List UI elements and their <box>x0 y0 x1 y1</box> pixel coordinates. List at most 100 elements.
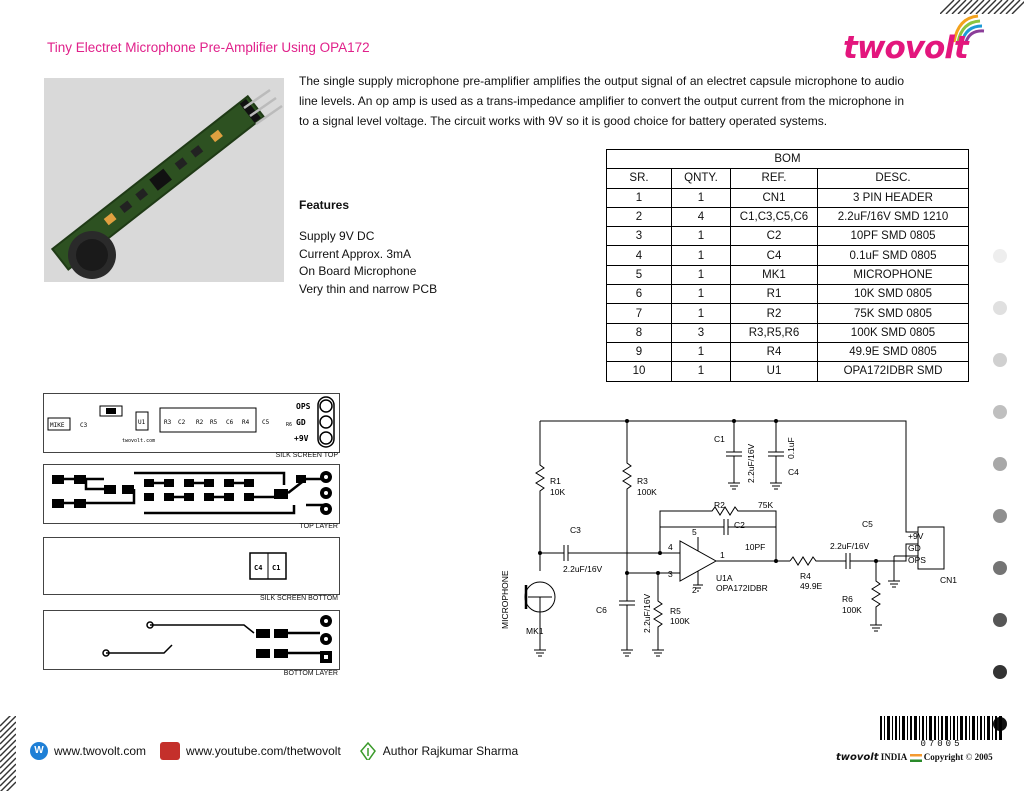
dot <box>993 353 1007 367</box>
silk-brand: twovolt.com <box>122 438 155 444</box>
layer-label: SILK SCREEN TOP <box>275 452 338 459</box>
youtube-link[interactable]: www.youtube.com/thetwovolt <box>186 744 341 758</box>
bom-header-cell: DESC. <box>817 168 969 189</box>
bom-cell: 1 <box>671 245 731 266</box>
copyright-country: INDIA <box>880 752 908 762</box>
bom-cell: 2 <box>606 206 672 228</box>
label-mk1: MK1 <box>526 626 544 636</box>
bom-cell: 6 <box>606 284 672 305</box>
logo-text: twovolt <box>843 30 969 66</box>
value-r5: 100K <box>670 616 690 626</box>
value-c3: 2.2uF/16V <box>563 564 603 574</box>
bom-header-cell: REF. <box>730 168 818 189</box>
bom-cell: 4 <box>671 206 731 228</box>
bom-cell: R1 <box>730 284 818 305</box>
bom-header-cell: SR. <box>606 168 672 189</box>
value-r4: 49.9E <box>800 581 823 591</box>
layer-label: TOP LAYER <box>299 523 338 530</box>
circuit-schematic: R1 10K R3 100K C1 2.2uF/16V 0.1uF C4 R2 … <box>500 419 957 657</box>
pen-icon <box>359 742 376 760</box>
bom-cell: OPA172IDBR SMD <box>817 361 969 382</box>
dot <box>993 665 1007 679</box>
footer: W www.twovolt.com www.youtube.com/thetwo… <box>30 742 518 760</box>
silk-c1: C1 <box>272 564 280 572</box>
layer-label: SILK SCREEN BOTTOM <box>259 595 338 602</box>
label-microphone: MICROPHONE <box>500 570 510 629</box>
bom-cell: 10K SMD 0805 <box>817 284 969 305</box>
top-layer-panel <box>43 464 340 524</box>
bom-cell: R4 <box>730 341 818 363</box>
bom-cell: MK1 <box>730 264 818 286</box>
bom-cell: R2 <box>730 303 818 324</box>
copyright-line: twovolt INDIA Copyright © 2005 <box>836 752 993 763</box>
value-c5: 2.2uF/16V <box>830 541 870 551</box>
logo-swirl-icon <box>952 14 985 43</box>
silk-c4: C4 <box>254 564 262 572</box>
dot <box>993 561 1007 575</box>
label-r3: R3 <box>637 476 648 486</box>
bom-cell: 7 <box>606 303 672 324</box>
label-r5: R5 <box>670 606 681 616</box>
copyright-label: Copyright <box>923 752 964 762</box>
bom-cell: CN1 <box>730 187 818 208</box>
bom-cell: 1 <box>606 187 672 208</box>
copyright-symbol: © <box>965 752 973 762</box>
label-pin2: 2 <box>692 585 697 595</box>
bom-cell: 3 <box>606 226 672 247</box>
bom-cell: MICROPHONE <box>817 264 969 286</box>
silk-c2: C2 <box>178 419 186 426</box>
value-c1: 2.2uF/16V <box>746 443 756 483</box>
label-c5: C5 <box>862 519 873 529</box>
bom-cell: U1 <box>730 361 818 382</box>
value-r2: 75K <box>758 500 773 510</box>
bottom-layer-panel <box>43 610 340 670</box>
copyright-brand: twovolt <box>836 752 879 763</box>
label-c4: C4 <box>788 467 799 477</box>
dot <box>993 249 1007 263</box>
intro-paragraph: The single supply microphone pre-amplifi… <box>299 74 904 128</box>
barcode <box>880 716 1002 740</box>
youtube-icon <box>160 742 181 760</box>
brand-logo: twovolt <box>843 14 1003 72</box>
bom-cell: 49.9E SMD 0805 <box>817 341 969 363</box>
barcode-number: 07005 <box>920 739 963 749</box>
bom-cell: 100K SMD 0805 <box>817 322 969 343</box>
silk-r3: R3 <box>164 419 172 426</box>
silk-pin-9v: +9V <box>294 434 309 443</box>
value-r3: 100K <box>637 487 657 497</box>
label-cn1: CN1 <box>940 575 957 585</box>
bom-cell: 1 <box>671 284 731 305</box>
label-c1: C1 <box>714 434 725 444</box>
features-section: Features Supply 9V DC Current Approx. 3m… <box>299 198 437 298</box>
label-r1: R1 <box>550 476 561 486</box>
label-r4: R4 <box>800 571 811 581</box>
bom-cell: 1 <box>671 361 731 382</box>
label-u1: U1A <box>716 573 733 583</box>
silk-c6: C6 <box>226 419 234 426</box>
value-c6: 2.2uF/16V <box>642 593 652 633</box>
silk-r2: R2 <box>196 419 204 426</box>
dot <box>993 457 1007 471</box>
bom-cell: 1 <box>671 303 731 324</box>
bom-header-cell: QNTY. <box>671 168 731 189</box>
value-c2: 10PF <box>745 542 765 552</box>
label-pin5: 5 <box>692 527 697 537</box>
silk-mike: MIKE <box>50 422 65 429</box>
product-photo <box>44 78 284 282</box>
feature-item: Very thin and narrow PCB <box>299 281 438 296</box>
feature-item: On Board Microphone <box>299 264 417 278</box>
website-link[interactable]: www.twovolt.com <box>54 744 147 758</box>
silk-c3: C3 <box>80 422 88 429</box>
feature-item: Supply 9V DC <box>299 229 375 243</box>
silk-r6: R6 <box>286 422 292 428</box>
bom-cell: 0.1uF SMD 0805 <box>817 245 969 266</box>
copyright-year: 2005 <box>974 752 993 762</box>
